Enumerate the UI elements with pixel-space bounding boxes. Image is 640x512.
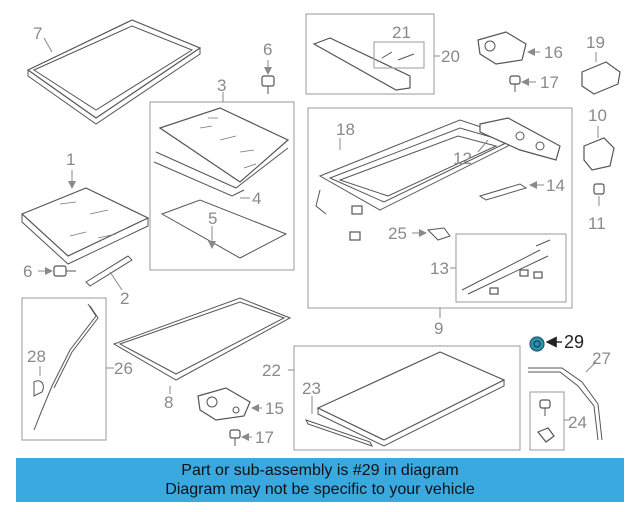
part-16-motor: 16: [477, 31, 563, 65]
callout-1: 1: [66, 150, 75, 169]
part-29-highlighted: 29: [529, 332, 584, 352]
part-17-bolt-bottom: 17: [229, 428, 274, 447]
callout-16: 16: [544, 43, 563, 62]
part-7-glass-panel: 7: [26, 19, 202, 125]
callout-28: 28: [27, 347, 46, 366]
callout-6-top: 6: [263, 40, 272, 59]
callout-22: 22: [262, 361, 281, 380]
group-box-24: 24: [529, 391, 587, 451]
part-27-hose: 27: [528, 349, 611, 441]
callout-29: 29: [564, 332, 584, 352]
group-box-26: 28 26: [21, 297, 133, 441]
callout-23: 23: [302, 379, 321, 398]
callout-11: 11: [588, 214, 606, 233]
callout-15: 15: [265, 399, 284, 418]
callout-17-bottom: 17: [255, 428, 274, 447]
group-box-9: 18 12 14 25 13 9: [307, 107, 573, 338]
callout-20: 20: [441, 47, 460, 66]
callout-25: 25: [388, 224, 407, 243]
part-8-seal: 8: [112, 297, 292, 412]
part-6-bolt-top: 6: [261, 40, 275, 94]
callout-26: 26: [114, 359, 133, 378]
part-10-bracket: 10: [583, 106, 615, 171]
callout-21: 21: [392, 23, 411, 42]
callout-2: 2: [120, 289, 129, 308]
disclaimer-banner: Part or sub-assembly is #29 in diagram D…: [16, 458, 624, 502]
part-15-motor: 15: [197, 387, 284, 421]
part-2-strip: 2: [85, 255, 133, 308]
callout-24: 24: [568, 413, 587, 432]
callout-6-left: 6: [23, 262, 32, 281]
group-box-22: 22 23: [262, 345, 521, 451]
part-11-clip: 11: [588, 183, 606, 233]
caption-line-2: Diagram may not be specific to your vehi…: [165, 481, 475, 498]
part-1-sunshade: 1: [20, 150, 150, 265]
part-6-bolt-left: 6: [23, 262, 76, 281]
callout-19: 19: [586, 33, 605, 52]
callout-8: 8: [164, 393, 173, 412]
callout-18: 18: [336, 120, 355, 139]
group-box-20: 21 20: [305, 13, 460, 95]
callout-27: 27: [592, 349, 611, 368]
callout-3: 3: [217, 76, 226, 95]
caption-line-1: Part or sub-assembly is #29 in diagram: [181, 462, 459, 479]
callout-5: 5: [208, 209, 217, 228]
part-19-bracket: 19: [581, 33, 621, 95]
callout-4: 4: [252, 189, 261, 208]
callout-17-top: 17: [540, 73, 559, 92]
callout-14: 14: [546, 176, 565, 195]
callout-7: 7: [33, 24, 42, 43]
callout-10: 10: [588, 106, 607, 125]
callout-9: 9: [434, 319, 443, 338]
part-17-bolt-top: 17: [509, 73, 559, 92]
group-box-3: 3 4 5: [149, 76, 295, 271]
callout-13: 13: [430, 259, 449, 278]
callout-12: 12: [453, 149, 472, 168]
